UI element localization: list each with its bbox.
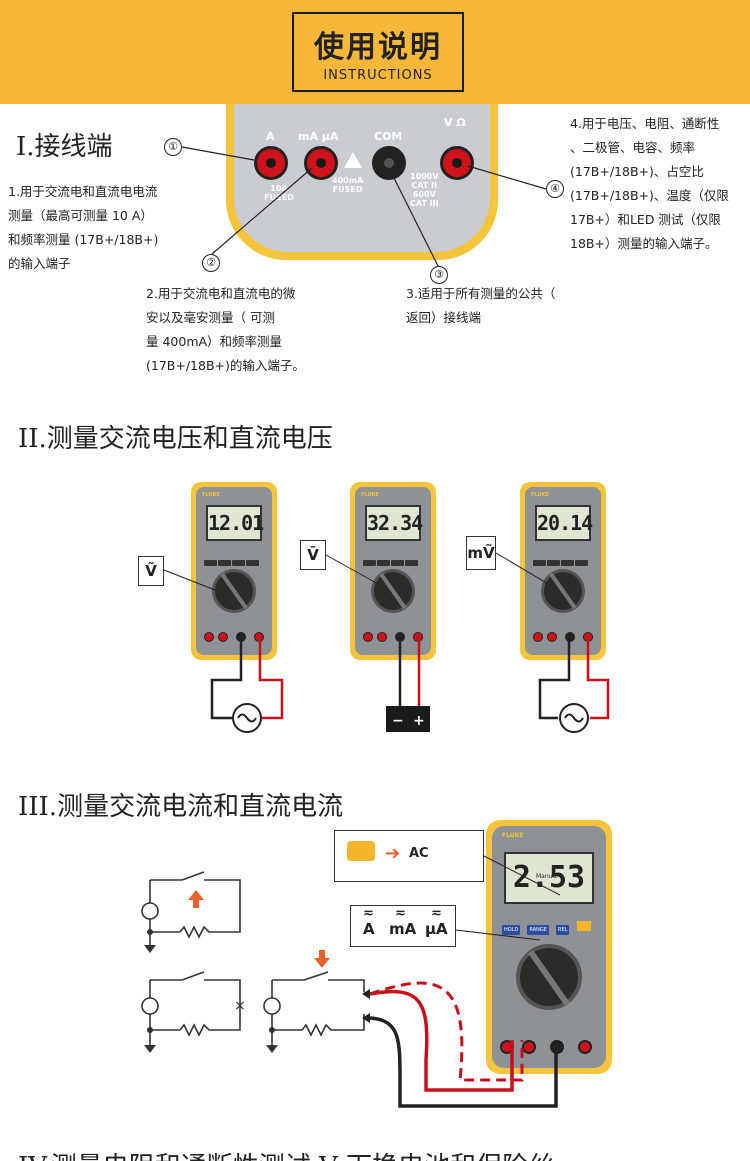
rel-key: REL — [556, 925, 570, 935]
rotary-dial — [371, 569, 415, 613]
range-key: RANGE — [527, 925, 549, 935]
jack-a — [254, 146, 288, 180]
meter-ac-voltage: FLUKE 12.01 — [191, 482, 277, 660]
func-dc-v-box: V̄ — [300, 540, 326, 570]
yellow-key — [576, 921, 591, 931]
ac-source-icon — [141, 902, 281, 1015]
jack-ma — [304, 146, 338, 180]
break-mark: × — [234, 998, 246, 1014]
svg-text:+: + — [413, 713, 425, 729]
section2-title: II.测量交流电压和直流电压 — [18, 424, 333, 454]
section3-title: III.测量交流电流和直流电流 — [18, 792, 344, 822]
fused-10a-label: 10A FUSED — [264, 184, 294, 202]
current-func-box: ≂A ≂mA ≂µA — [350, 905, 456, 947]
terminal-note-2: 2.用于交流电和直流电的微安以及毫安测量（ 可测量 400mA）和频率测量(17… — [146, 286, 305, 373]
battery-icon: − + — [386, 706, 430, 732]
page-subtitle: INSTRUCTIONS — [323, 68, 433, 83]
jack-v — [440, 146, 474, 180]
callout-3: ③ — [430, 266, 448, 284]
ac-toggle-hint: ➔ AC — [334, 830, 484, 882]
yellow-key-icon — [347, 841, 375, 861]
title-box: 使用说明 INSTRUCTIONS — [292, 12, 464, 92]
callout-1: ① — [164, 138, 182, 156]
ac-source-icon — [232, 703, 262, 733]
terminal-label-a: A — [266, 130, 275, 143]
section4-title: IV.测量电阻和通断性测试 V 下换电池和保险丝 — [18, 1146, 554, 1161]
terminal-label-v: V Ω — [444, 116, 466, 129]
ac-source-icon — [559, 703, 589, 733]
page-title: 使用说明 — [314, 30, 442, 65]
callout-2: ② — [202, 254, 220, 272]
meter-dc-voltage: FLUKE 32.34 — [350, 482, 436, 660]
meter-display: 12.01 — [206, 505, 264, 541]
meter-ac-millivolt: FLUKE 20.14 — [520, 482, 606, 660]
cat-rating-label: 1000V CAT II 600V CAT III — [410, 172, 439, 208]
meter-display: 20.14 — [535, 505, 593, 541]
terminal-label-com: COM — [374, 130, 403, 143]
arrow-up-icon — [188, 890, 204, 908]
terminal-note-1: 1.用于交流电和直流电电流测量（最高可测量 10 A）和频率测量 (17B+/1… — [8, 184, 159, 271]
svg-text:−: − — [392, 713, 404, 729]
meter-display: 32.34 — [365, 505, 423, 541]
rotary-dial — [516, 944, 582, 1010]
jack-com — [372, 146, 406, 180]
arrow-right-icon: ➔ — [385, 843, 401, 864]
func-ac-v-box: Ṽ — [138, 556, 164, 586]
rotary-dial — [212, 569, 256, 613]
section1-title: I.接线端 — [16, 132, 113, 162]
hold-key: HOLD — [502, 925, 521, 935]
func-ac-mv-box: mṼ — [466, 536, 496, 570]
warning-icon — [344, 152, 362, 168]
callout-4: ④ — [546, 180, 564, 198]
header-banner: 使用说明 INSTRUCTIONS — [0, 0, 750, 104]
fused-400ma-label: 400mA FUSED — [332, 176, 364, 194]
terminal-note-3: 3.适用于所有测量的公共（返回）接线端 — [406, 286, 556, 325]
rotary-dial — [541, 569, 585, 613]
terminal-note-4: 4.用于电压、电阻、通断性、二极管、电容、频率(17B+/18B+)、占空比(1… — [570, 116, 729, 251]
terminal-panel: A mA µA COM V Ω 10A FUSED 400mA FUSED 10… — [226, 104, 498, 260]
arrow-down-icon — [314, 950, 330, 968]
terminal-label-ma: mA µA — [298, 130, 339, 143]
